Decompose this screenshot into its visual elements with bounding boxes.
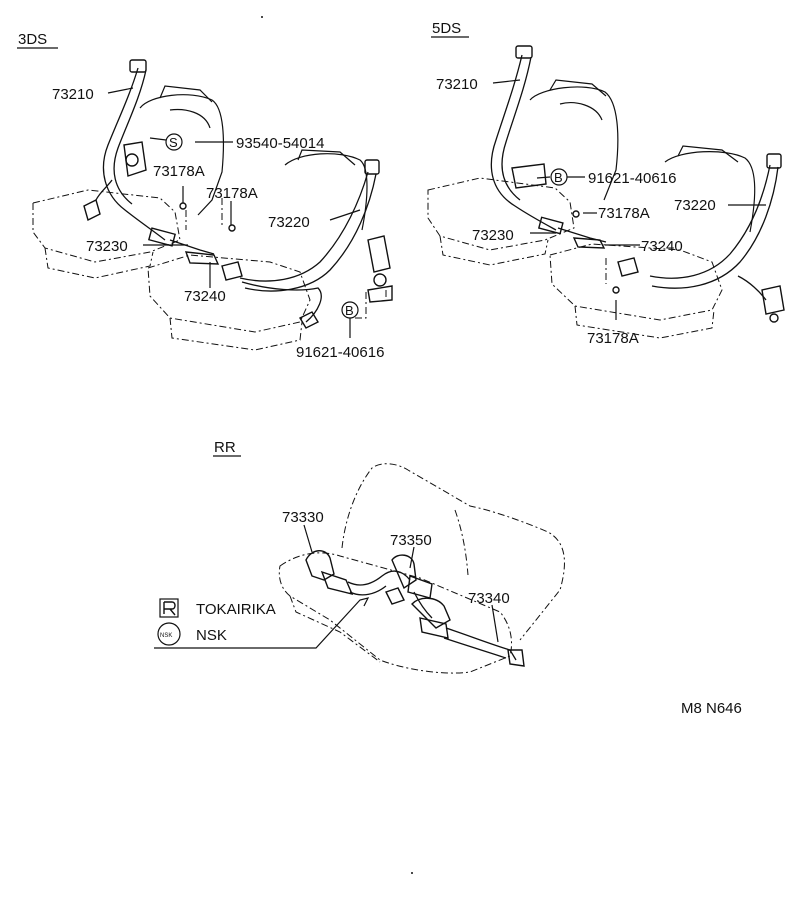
- svg-text:B: B: [554, 170, 563, 185]
- leader-lines-rr: [303, 524, 499, 643]
- svg-text:S: S: [169, 135, 178, 150]
- part-label-5ds-73210: 73210: [436, 76, 478, 93]
- tokairika-logo-icon: [159, 598, 179, 618]
- legend-tokairika: TOKAIRIKA: [159, 598, 276, 618]
- svg-text:NSK: NSK: [196, 627, 227, 644]
- part-label-5ds-91621-40616: 91621-40616: [588, 170, 676, 187]
- part-label-5ds-73178a-lower: 73178A: [587, 330, 639, 347]
- leader-lines-5ds: [492, 79, 766, 320]
- part-label-rr-73330: 73330: [282, 509, 324, 526]
- svg-text:B: B: [345, 303, 354, 318]
- seat-illustration-5ds: [427, 45, 785, 339]
- callout-b-5ds: B: [550, 168, 568, 186]
- part-label-3ds-73178a-right: 73178A: [206, 185, 258, 202]
- part-label-5ds-73230: 73230: [472, 227, 514, 244]
- part-label-3ds-73210: 73210: [52, 86, 94, 103]
- section-heading-3ds: 3DS: [17, 31, 58, 49]
- part-label-5ds-73240: 73240: [641, 238, 683, 255]
- part-label-5ds-73220: 73220: [674, 197, 716, 214]
- part-label-rr-73350: 73350: [390, 532, 432, 549]
- svg-text:5DS: 5DS: [432, 20, 461, 37]
- part-label-3ds-73220: 73220: [268, 214, 310, 231]
- section-heading-5ds: 5DS: [431, 20, 469, 38]
- callout-b-3ds: B: [341, 301, 359, 319]
- seat-illustration-rr: [154, 463, 565, 674]
- seat-illustration-3ds: [32, 59, 393, 351]
- part-label-3ds-73230: 73230: [86, 238, 128, 255]
- stray-dot: [261, 16, 263, 18]
- part-label-5ds-73178a-upper: 73178A: [598, 205, 650, 222]
- part-label-3ds-91621-40616: 91621-40616: [296, 344, 384, 361]
- svg-text:TOKAIRIKA: TOKAIRIKA: [196, 601, 276, 618]
- part-label-3ds-73240: 73240: [184, 288, 226, 305]
- svg-text:NSK: NSK: [160, 633, 172, 639]
- part-label-3ds-73178a-left: 73178A: [153, 163, 205, 180]
- legend-nsk: NSK NSK: [157, 622, 227, 646]
- part-label-3ds-93540-54014: 93540-54014: [236, 135, 324, 152]
- nsk-logo-icon: NSK: [157, 622, 181, 646]
- figure-code: M8 N646: [681, 700, 742, 717]
- callout-s-3ds: S: [165, 133, 183, 151]
- leader-lines-3ds: [107, 87, 361, 338]
- part-label-rr-73340: 73340: [468, 590, 510, 607]
- svg-text:3DS: 3DS: [18, 31, 47, 48]
- section-heading-rr: RR: [213, 439, 241, 457]
- stray-dot: [411, 872, 413, 874]
- svg-text:RR: RR: [214, 439, 236, 456]
